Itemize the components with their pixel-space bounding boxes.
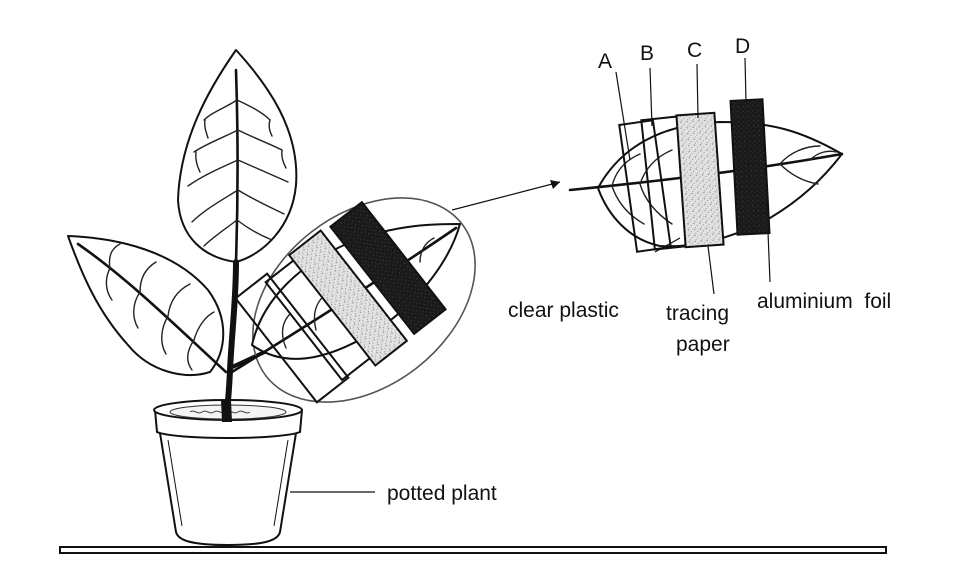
magnify-arrow [451, 180, 561, 211]
label-aluminium-foil: aluminium foil [757, 290, 891, 313]
plant-strip-d [328, 200, 448, 336]
label-strip-b: B [640, 42, 654, 65]
highlight-ellipse [252, 197, 476, 403]
label-tracing-line2: paper [676, 333, 730, 356]
enlarged-leaf [568, 98, 844, 253]
bench-surface [59, 546, 887, 554]
left-leaf [67, 235, 228, 376]
label-potted-plant: potted plant [387, 482, 497, 505]
label-tracing-line1: tracing [666, 302, 729, 325]
flower-pot [153, 399, 303, 547]
label-strip-a: A [598, 50, 612, 73]
label-strip-d: D [735, 35, 750, 58]
detail-strip-c [675, 111, 725, 249]
plant-strip-a [234, 272, 350, 404]
plant-strips [234, 200, 448, 404]
label-clear-plastic: clear plastic [508, 299, 619, 322]
detail-strip-d [729, 98, 771, 236]
plant-strip-c [287, 229, 409, 367]
top-leaf [177, 49, 298, 264]
label-strip-c: C [687, 39, 702, 62]
label-leaders [290, 57, 771, 493]
potted-plant [67, 49, 476, 547]
